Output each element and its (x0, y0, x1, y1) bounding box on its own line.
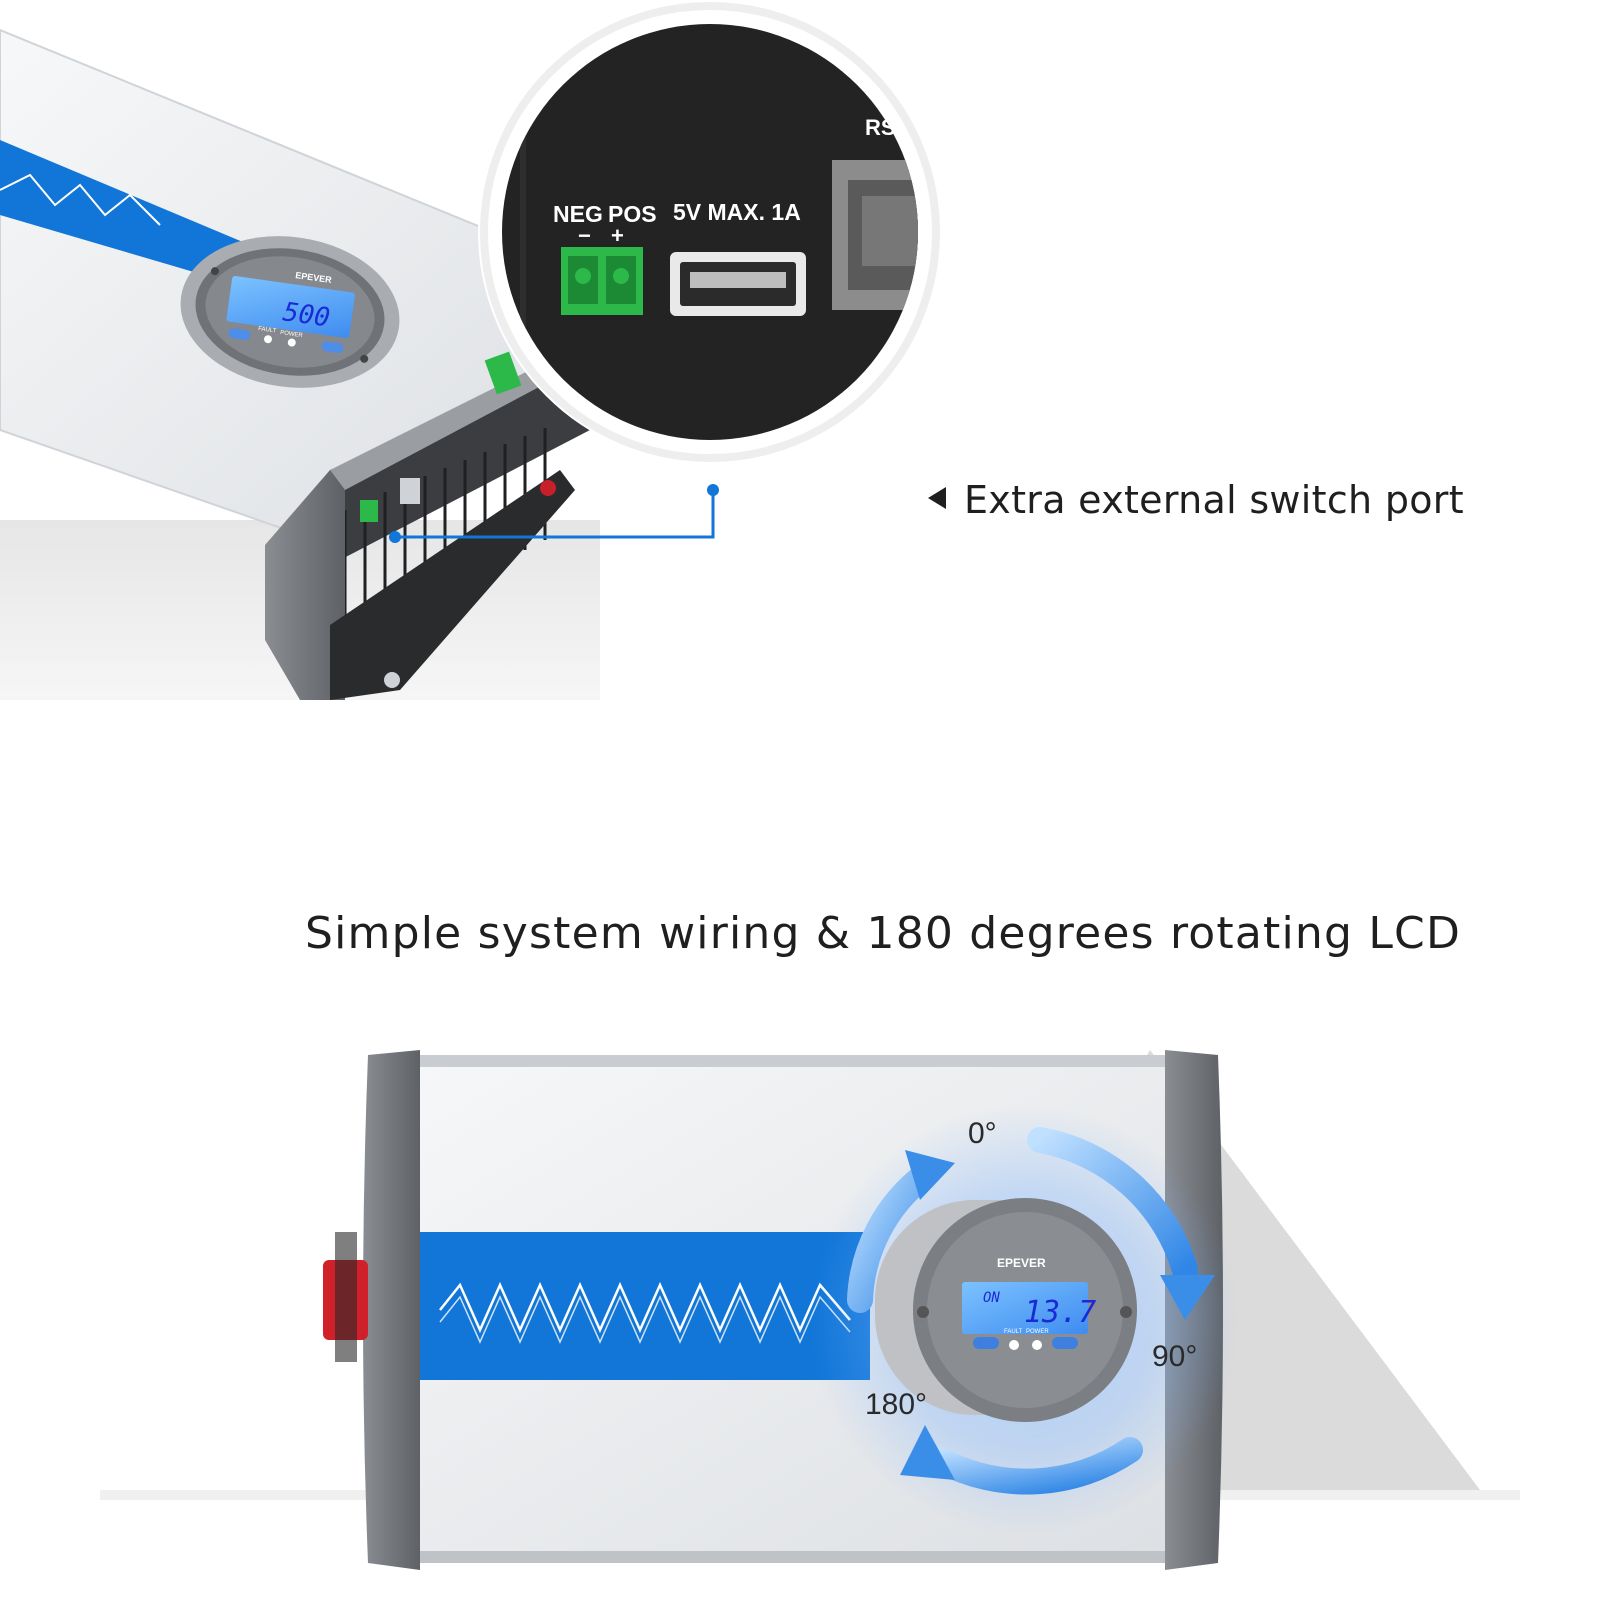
fault-label-bottom: FAULT (1004, 1329, 1023, 1335)
lcd-reading-bottom: 13.7 (1024, 1295, 1096, 1330)
arrowhead-0 (905, 1150, 955, 1200)
power-label-top: POWER (280, 330, 304, 339)
arrowhead-180 (900, 1425, 955, 1480)
lcd-module-top (180, 236, 400, 388)
rotation-arrows (847, 1127, 1198, 1495)
arrowhead-90 (1160, 1275, 1215, 1320)
angle-label-180: 180° (865, 1388, 928, 1421)
lcd-module-bottom (875, 1198, 1137, 1422)
rs-label: RS- (865, 115, 903, 140)
triangle-left-icon (928, 487, 946, 509)
power-label-bottom: POWER (1026, 1329, 1049, 1335)
pos-label: POS (608, 201, 657, 227)
caption-top-text: Extra external switch port (964, 478, 1464, 522)
brand-label-bottom: EPEVER (997, 1256, 1046, 1270)
minus-sign: − (578, 223, 591, 248)
lcd-screen-bottom (962, 1282, 1088, 1334)
callout-connector (389, 484, 719, 543)
port-callout-magnifier: NEG POS − + 5V MAX. 1A RS- (478, 0, 942, 464)
angle-label-90: 90° (1152, 1340, 1198, 1373)
plus-sign: + (611, 223, 624, 248)
lcd-reading-top: 500 (281, 297, 332, 333)
arrowheads (900, 1150, 1215, 1480)
caption-wiring-rotating-lcd: Simple system wiring & 180 degrees rotat… (305, 908, 1462, 959)
fault-label-top: FAULT (258, 326, 277, 335)
lcd-status-bottom: ON (983, 1290, 1000, 1306)
usb-label: 5V MAX. 1A (673, 199, 801, 225)
angle-label-0: 0° (968, 1117, 997, 1150)
caption-external-switch-port: Extra external switch port (928, 478, 1464, 522)
neg-label: NEG (553, 201, 603, 227)
